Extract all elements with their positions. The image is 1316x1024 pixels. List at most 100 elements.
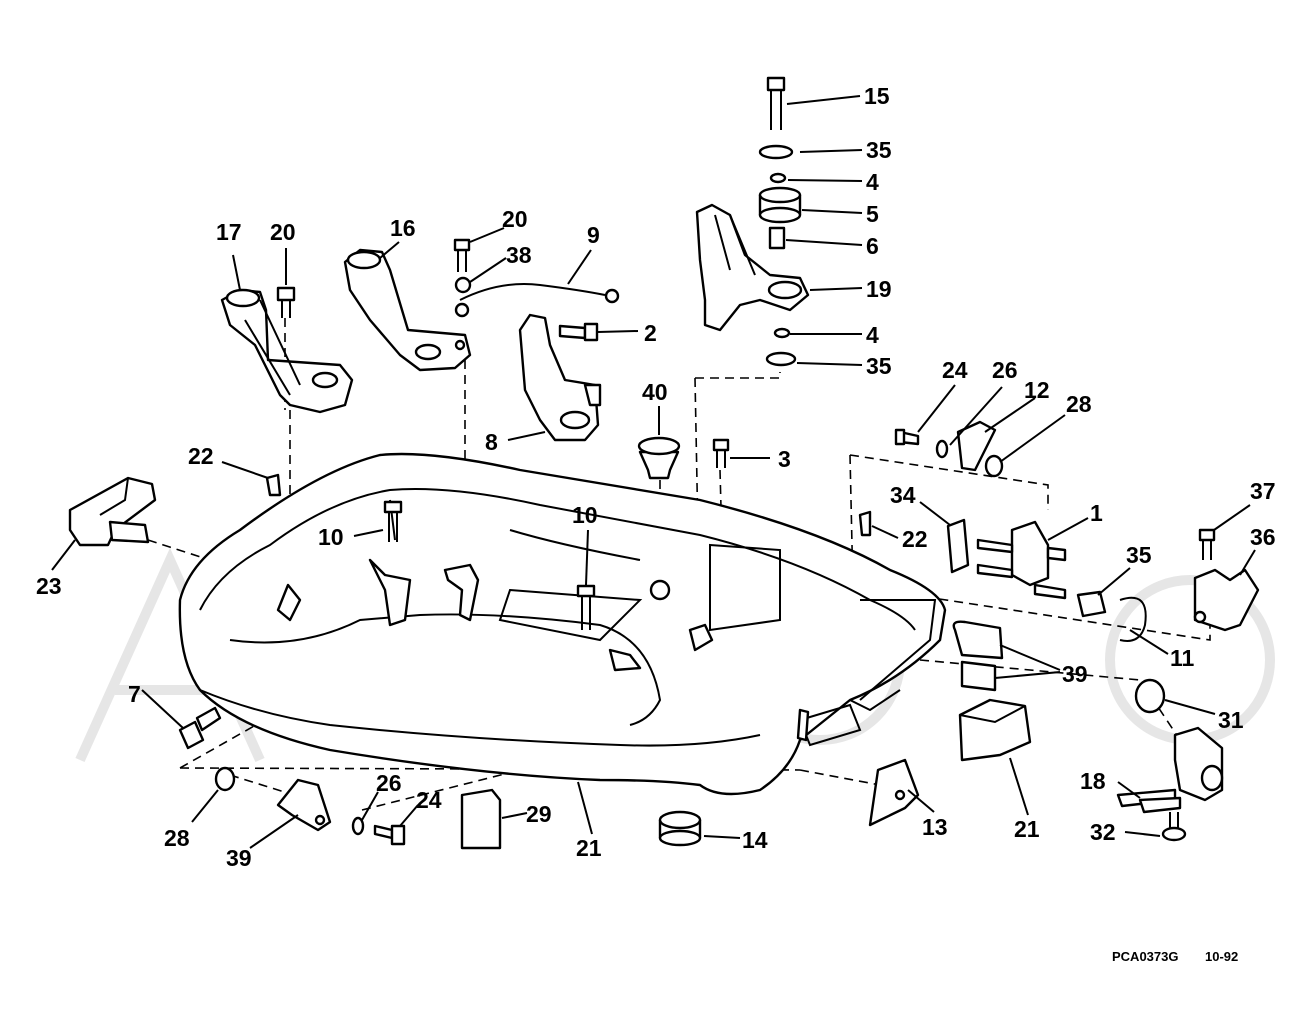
callout-23: 21 bbox=[1014, 816, 1040, 842]
callout-33: 34 bbox=[890, 482, 916, 508]
nut-4-top bbox=[769, 172, 787, 184]
grommet-40 bbox=[637, 436, 681, 480]
bolt-22-right bbox=[858, 510, 872, 537]
grommet-14 bbox=[658, 810, 702, 847]
callout-9: 9 bbox=[587, 222, 600, 248]
callout-15: 15 bbox=[864, 83, 890, 109]
wire-9 bbox=[454, 283, 620, 318]
bolt-10-center bbox=[576, 584, 596, 630]
callout-29-lower: 28 bbox=[164, 825, 190, 851]
washer-35 bbox=[454, 276, 472, 294]
callout-12: 12 bbox=[1024, 377, 1050, 403]
callouts: 15 35 4 5 6 19 4 35 17 20 16 20 38 9 2 4… bbox=[36, 83, 1276, 871]
callout-40: 40 bbox=[642, 379, 668, 405]
callout-31: 32 bbox=[1090, 819, 1116, 845]
callout-7: 7 bbox=[128, 681, 141, 707]
clip-12 bbox=[956, 420, 997, 472]
callout-22-left: 22 bbox=[188, 443, 214, 469]
bolt-15 bbox=[766, 76, 786, 130]
callout-5: 5 bbox=[866, 201, 879, 227]
callout-35: 38 bbox=[506, 242, 532, 268]
plate-33 bbox=[946, 518, 970, 574]
callout-26-upper: 24 bbox=[942, 357, 968, 383]
callout-24: 23 bbox=[36, 573, 62, 599]
leader-lines bbox=[51, 95, 1256, 849]
bolt-20-left bbox=[276, 286, 296, 318]
callout-36: 36 bbox=[1250, 524, 1276, 550]
callout-37: 37 bbox=[1250, 478, 1276, 504]
bracket-8 bbox=[518, 313, 602, 442]
screw-7 bbox=[178, 706, 222, 750]
bracket-16 bbox=[343, 248, 472, 372]
callout-19: 19 bbox=[866, 276, 892, 302]
spring-11 bbox=[1119, 596, 1147, 642]
block-13 bbox=[868, 758, 920, 827]
bolt-2 bbox=[558, 322, 599, 342]
callout-28: 29 bbox=[526, 801, 552, 827]
callout-1: 1 bbox=[1090, 500, 1103, 526]
motor-cover-21 bbox=[178, 452, 947, 796]
callout-20-top: 20 bbox=[502, 206, 528, 232]
latch-1 bbox=[976, 520, 1067, 600]
callout-18: 18 bbox=[1080, 768, 1106, 794]
washer-29-upper bbox=[984, 454, 1004, 478]
callout-8: 8 bbox=[485, 429, 498, 455]
sleeve-6 bbox=[768, 226, 786, 250]
callout-2: 2 bbox=[644, 320, 657, 346]
bolt-26-lower bbox=[373, 824, 406, 846]
washer-32-bottom bbox=[765, 351, 797, 367]
bracket-17 bbox=[220, 288, 354, 414]
pad-23 bbox=[958, 698, 1032, 762]
bushing-34 bbox=[1076, 590, 1107, 618]
callout-6: 6 bbox=[866, 233, 879, 259]
bolt-20-top bbox=[453, 238, 471, 272]
bolt-22-left bbox=[265, 473, 282, 497]
callout-30: 31 bbox=[1218, 707, 1244, 733]
callout-32-top: 35 bbox=[866, 137, 892, 163]
callout-29-upper: 28 bbox=[1066, 391, 1092, 417]
callout-21-text: 21 bbox=[576, 835, 602, 861]
callout-22-right: 22 bbox=[902, 526, 928, 552]
callout-27-upper: 26 bbox=[992, 357, 1018, 383]
washer-32-top bbox=[758, 144, 794, 160]
plug-30 bbox=[1134, 678, 1166, 714]
callout-13: 13 bbox=[922, 814, 948, 840]
washer-27-upper bbox=[935, 439, 949, 459]
callout-14: 14 bbox=[742, 827, 768, 853]
bolt-37 bbox=[1198, 528, 1216, 560]
callout-11: 11 bbox=[1170, 645, 1195, 671]
callout-16: 16 bbox=[390, 215, 416, 241]
drawing-reference: PCA0373G bbox=[1112, 949, 1178, 964]
bracket-36 bbox=[1193, 568, 1260, 632]
callout-10-center: 10 bbox=[572, 502, 598, 528]
drawing-date: 10-92 bbox=[1205, 949, 1238, 964]
block-39 bbox=[276, 778, 332, 832]
nut-4-bottom bbox=[773, 327, 791, 339]
callout-39-text: 39 bbox=[226, 845, 252, 871]
callout-38: 39 bbox=[1062, 661, 1088, 687]
pad-28 bbox=[460, 788, 502, 850]
callout-26-lower: 24 bbox=[416, 787, 442, 813]
callout-17: 17 bbox=[216, 219, 242, 245]
bolt-3 bbox=[712, 438, 730, 468]
washer-27-lower bbox=[351, 816, 365, 836]
bolt-10-left bbox=[383, 500, 403, 542]
callout-20-left: 20 bbox=[270, 219, 296, 245]
callout-4-bottom: 4 bbox=[866, 322, 879, 348]
bolt-26-upper bbox=[894, 428, 920, 446]
callout-10-left: 10 bbox=[318, 524, 344, 550]
bracket-18 bbox=[1116, 726, 1224, 814]
washer-29-lower bbox=[214, 766, 236, 792]
rubbers-38 bbox=[952, 620, 1004, 692]
callout-34-label: 35 bbox=[1126, 542, 1152, 568]
callout-4-top: 4 bbox=[866, 169, 879, 195]
callout-3: 3 bbox=[778, 446, 791, 472]
reference-code: PCA0373G 10-92 bbox=[1112, 949, 1238, 964]
grommet-5 bbox=[758, 186, 802, 224]
handle-24 bbox=[68, 476, 157, 547]
bolt-31 bbox=[1161, 812, 1187, 842]
callout-27-lower: 26 bbox=[376, 770, 402, 796]
bracket-19 bbox=[695, 203, 810, 332]
callout-32-bottom: 35 bbox=[866, 353, 892, 379]
